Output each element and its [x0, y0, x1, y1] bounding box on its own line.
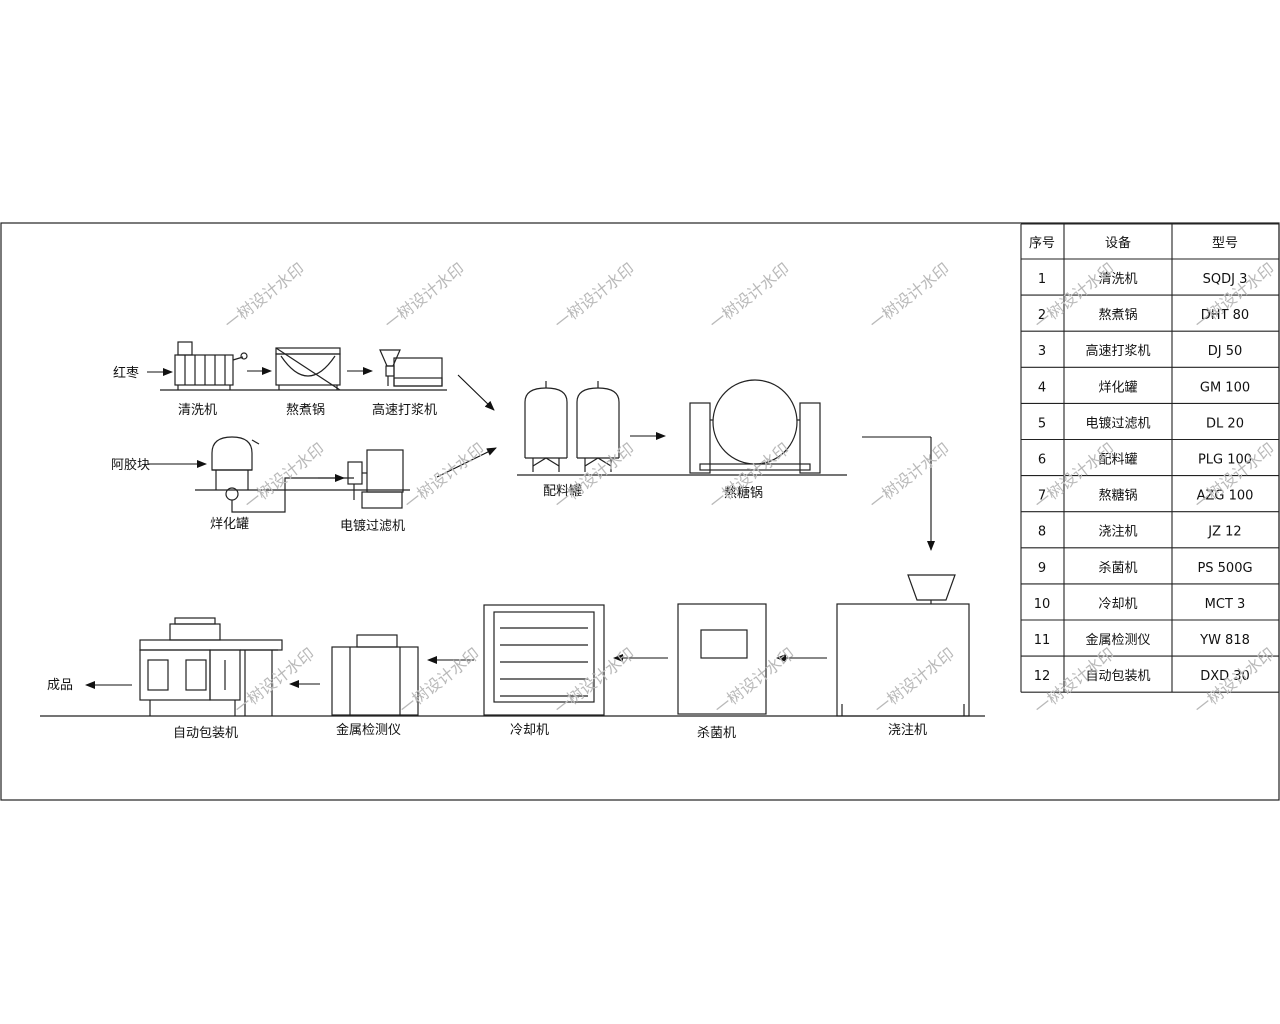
cooking-pot-label: 熬糖锅: [724, 485, 763, 501]
table-cell: JZ 12: [1207, 525, 1241, 540]
table-cell: 5: [1038, 416, 1046, 431]
table-cell: AZG 100: [1197, 489, 1254, 504]
equipment-table: 序号 设备 型号 1 清洗机 SQDJ 3 2 熬煮锅 DHT 80 3 高速打浆机 DJ 50 4 烊化…: [1020, 223, 1280, 693]
table-cell: 2: [1038, 308, 1046, 323]
melt-tank: [211, 436, 354, 513]
packer-label: 自动包装机: [173, 726, 238, 741]
watermark-text: 一树设计水印: [396, 644, 483, 718]
filter-label: 电镀过滤机: [340, 518, 405, 534]
table-cell: 4: [1038, 380, 1046, 395]
table-header-cell: 序号: [1029, 236, 1055, 251]
sterilizer-label: 杀菌机: [697, 726, 736, 741]
watermark-text: 一树设计水印: [551, 259, 638, 333]
cleaner-machine: [174, 341, 248, 390]
cooker-machine: [275, 347, 341, 391]
table-header-cell: 型号: [1212, 236, 1238, 251]
table-cell: 金属检测仪: [1085, 632, 1150, 648]
table-cell: DHT 80: [1201, 308, 1249, 323]
table-cell: 冷却机: [1098, 597, 1137, 612]
table-cell: 9: [1038, 561, 1046, 576]
table-cell: YW 818: [1199, 633, 1250, 648]
mixing-tank-label: 配料罐: [543, 484, 582, 499]
table-cell: 7: [1038, 489, 1046, 504]
packer-machine: [139, 617, 283, 716]
input-hongzao-label: 红枣: [113, 365, 139, 381]
table-cell: 12: [1034, 669, 1051, 684]
watermark-text: 一树设计水印: [866, 439, 953, 513]
table-cell: 3: [1038, 344, 1046, 359]
table-cell: 浇注机: [1098, 525, 1137, 540]
table-cell: 自动包装机: [1085, 669, 1150, 684]
watermark-text: 一树设计水印: [381, 259, 468, 333]
table-cell: PS 500G: [1197, 561, 1252, 576]
metal-detector-machine: [331, 634, 419, 716]
table-header-cell: 设备: [1105, 235, 1131, 251]
table-cell: GM 100: [1200, 380, 1250, 395]
table-cell: 配料罐: [1098, 453, 1137, 468]
pulper-machine: [379, 349, 443, 387]
table-cell: MCT 3: [1205, 597, 1246, 612]
table-cell: 6: [1038, 453, 1046, 468]
cooking-pot: [689, 379, 821, 474]
pour-machine-label: 浇注机: [888, 723, 927, 738]
watermark-text: 一树设计水印: [871, 644, 958, 718]
cooler-label: 冷却机: [510, 723, 549, 738]
watermark-text: 一树设计水印: [706, 439, 793, 513]
metal-detector-label: 金属检测仪: [336, 722, 401, 738]
filter-machine: [347, 449, 404, 509]
watermark-text: 一树设计水印: [221, 259, 308, 333]
table-cell: 11: [1034, 633, 1051, 648]
table-cell: 10: [1034, 597, 1051, 612]
watermark-text: 一树设计水印: [711, 644, 798, 718]
table-cell: 8: [1038, 525, 1046, 540]
pulper-label: 高速打浆机: [372, 402, 437, 418]
input-ajiao-label: 阿胶块: [111, 457, 150, 473]
table-cell: SQDJ 3: [1203, 272, 1248, 287]
table-cell: 电镀过滤机: [1085, 415, 1150, 431]
table-cell: DXD 30: [1200, 669, 1250, 684]
table-cell: 烊化罐: [1098, 380, 1137, 395]
table-cell: DL 20: [1206, 416, 1244, 431]
watermark-text: 一树设计水印: [231, 644, 318, 718]
table-cell: 高速打浆机: [1085, 343, 1150, 359]
watermark-text: 一树设计水印: [401, 439, 488, 513]
cooler-machine: [483, 604, 605, 716]
table-cell: 熬糖锅: [1098, 488, 1137, 504]
table-cell: PLG 100: [1198, 453, 1252, 468]
watermark-text: 一树设计水印: [551, 439, 638, 513]
table-cell: 清洗机: [1098, 272, 1137, 287]
table-cell: 杀菌机: [1098, 561, 1137, 576]
ground-lines: [40, 389, 985, 717]
table-cell: 1: [1038, 272, 1046, 287]
melt-tank-label: 烊化罐: [210, 517, 249, 532]
mixing-tanks: [524, 381, 620, 472]
output-label: 成品: [47, 678, 73, 693]
table-cell: DJ 50: [1208, 344, 1243, 359]
watermark-text: 一树设计水印: [706, 259, 793, 333]
cleaner-label: 清洗机: [178, 403, 217, 418]
watermark-text: 一树设计水印: [866, 259, 953, 333]
sterilizer-machine: [677, 603, 767, 715]
flow-arrows: [85, 367, 935, 689]
table-cell: 熬煮锅: [1098, 307, 1137, 323]
cooker-label: 熬煮锅: [286, 402, 325, 418]
